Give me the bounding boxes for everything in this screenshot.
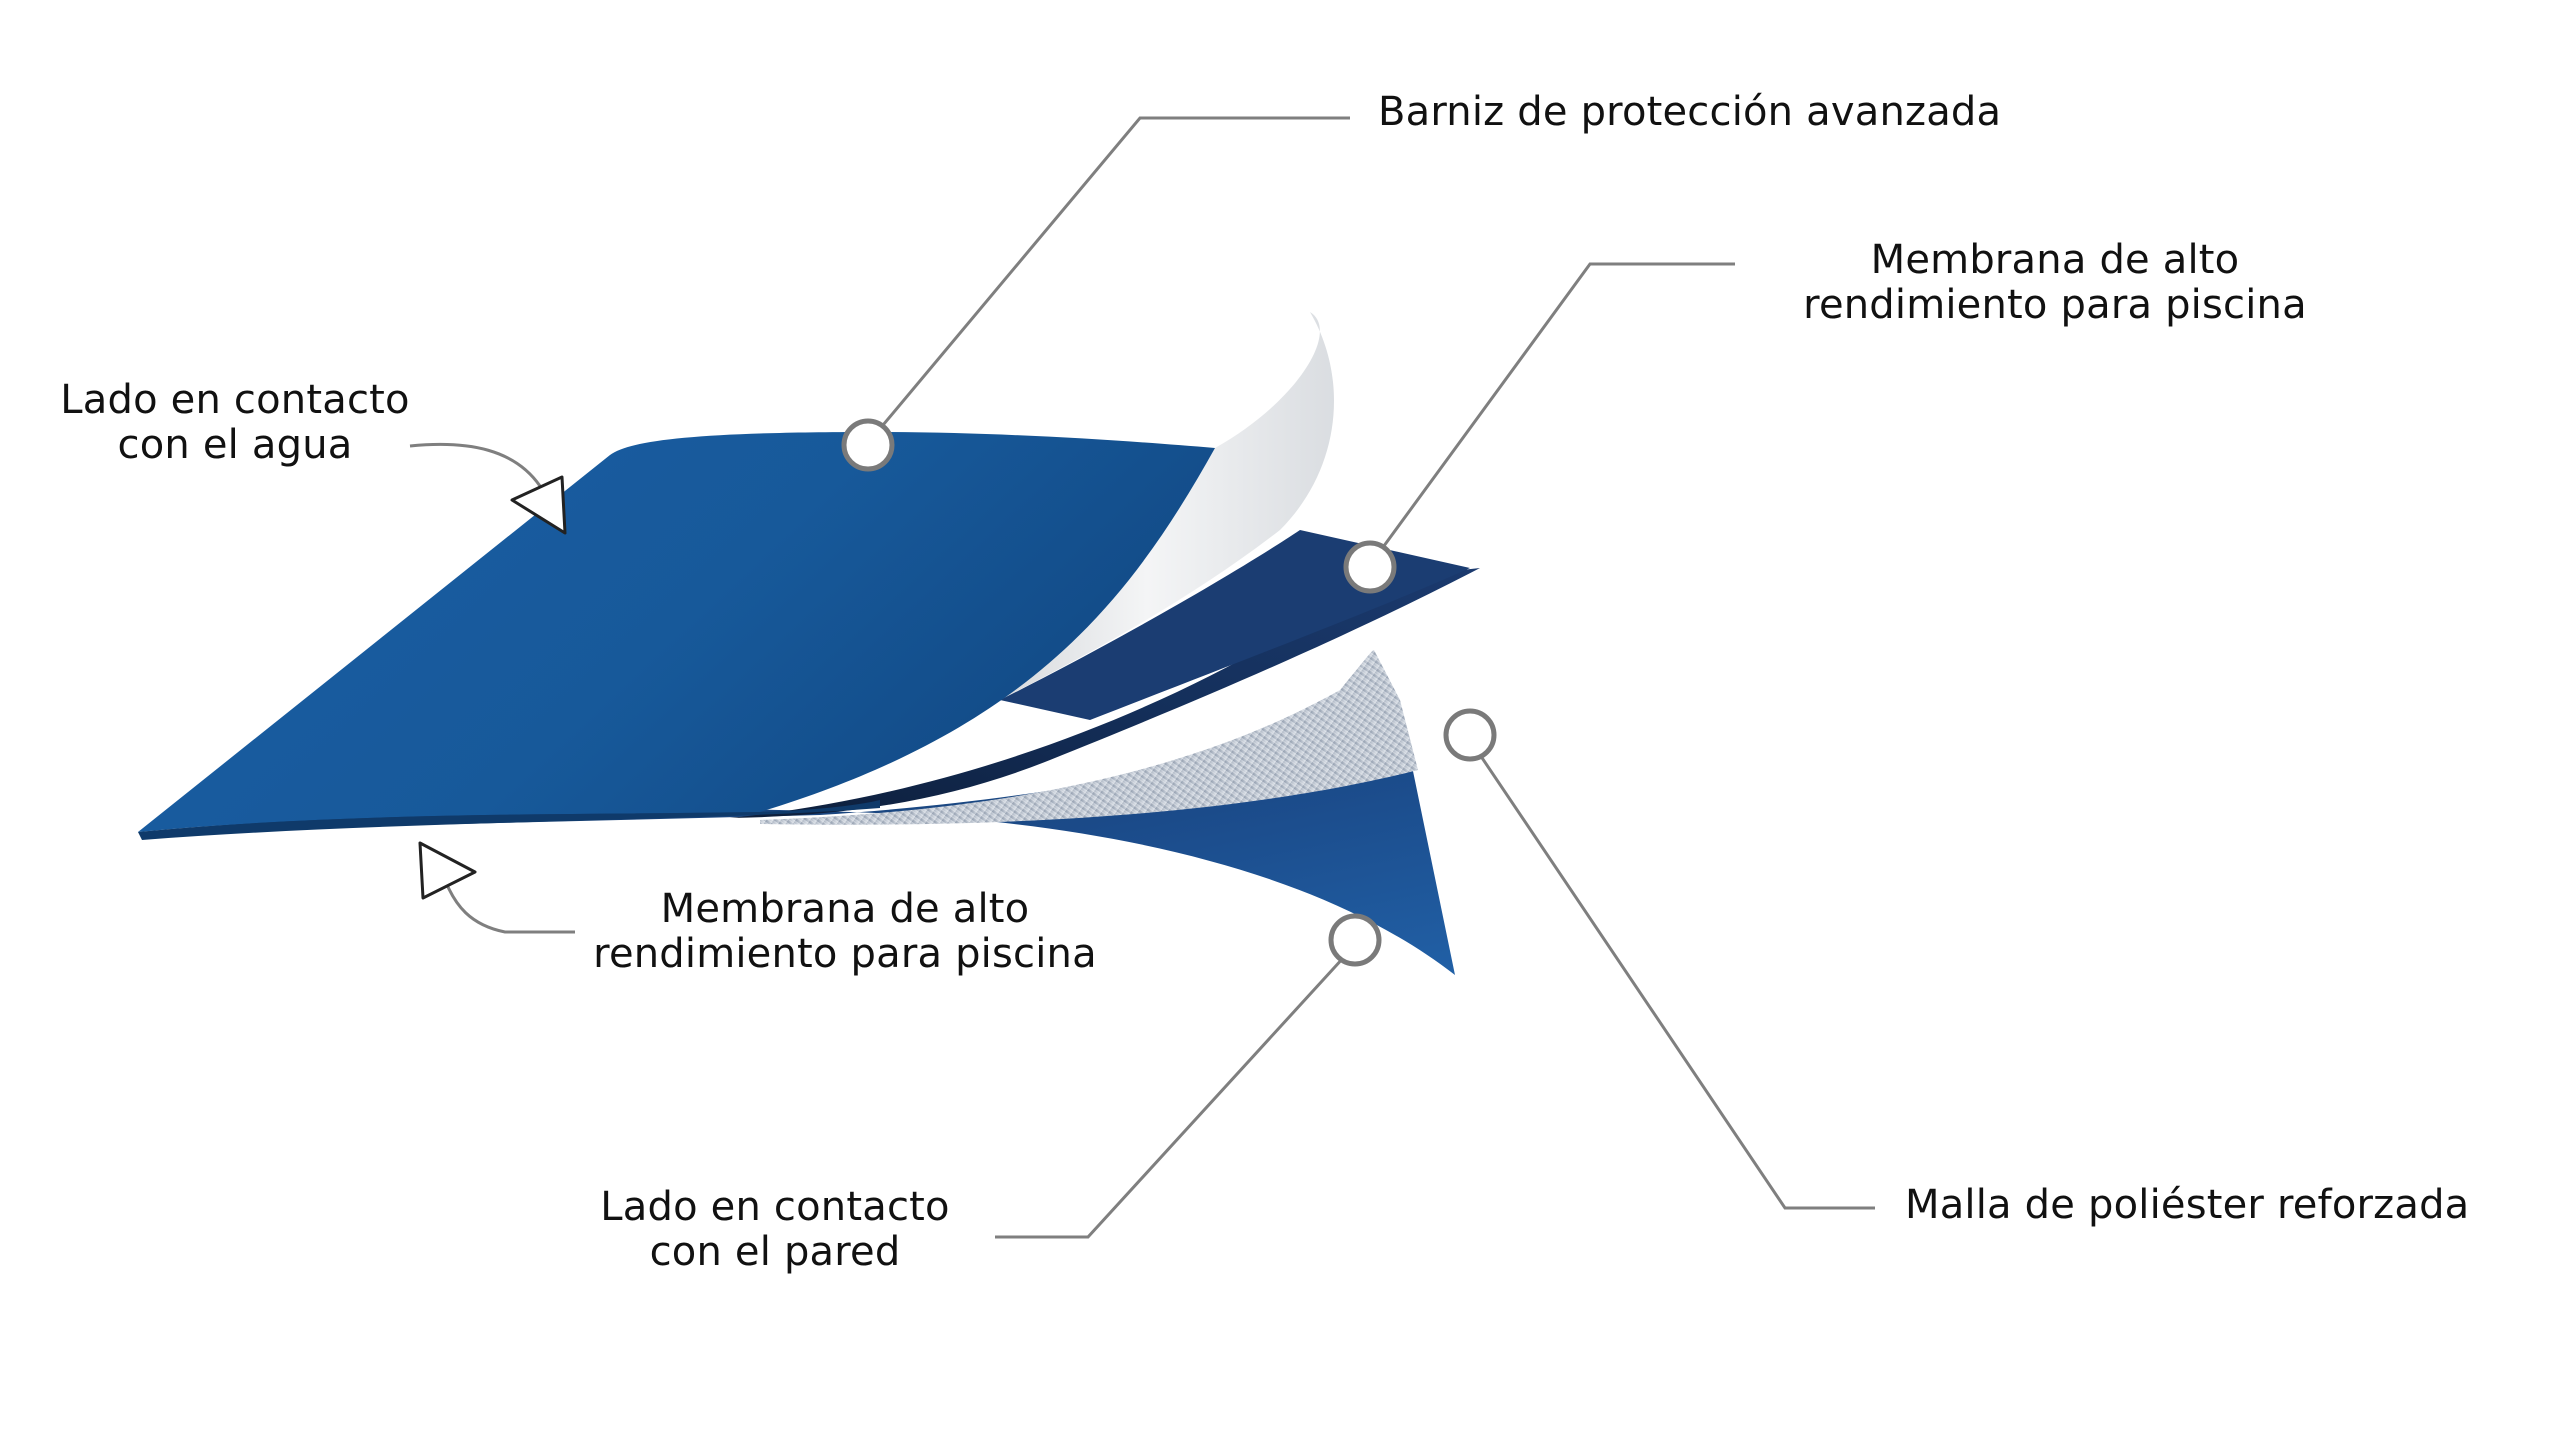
label-barniz: Barniz de protección avanzada [1378,90,2001,135]
label-barniz-text: Barniz de protección avanzada [1378,89,2002,135]
varnish-layer [960,312,1334,720]
callout-pared-point [1328,913,1382,967]
callout-membrana-top-point [1343,540,1397,594]
label-lado-pared: Lado en contacto con el pared [580,1185,970,1275]
label-malla: Malla de poliéster reforzada [1905,1183,2469,1228]
arrow-water-side-icon [510,475,567,535]
leader-agua [409,442,542,487]
leader-membrana-bottom [443,879,575,934]
label-membrana-top-line-2: rendimiento para piscina [1803,282,2307,328]
label-membrana-bottom-line-1: Membrana de alto [660,886,1030,932]
label-lado-agua-line-1: Lado en contacto [60,377,410,423]
label-malla-text: Malla de poliéster reforzada [1905,1182,2470,1228]
membrane-top-layer [138,432,1215,832]
label-lado-agua-line-2: con el agua [117,422,353,468]
label-membrana-top-line-1: Membrana de alto [1870,237,2240,283]
arrow-wall-side-icon [418,841,477,900]
label-membrana-bottom: Membrana de alto rendimiento para piscin… [580,887,1110,977]
label-lado-pared-line-2: con el pared [649,1229,901,1275]
label-lado-agua: Lado en contacto con el agua [30,378,440,468]
callout-points [841,418,1497,967]
label-membrana-bottom-line-2: rendimiento para piscina [593,931,1097,977]
label-membrana-top: Membrana de alto rendimiento para piscin… [1790,238,2320,328]
label-lado-pared-line-1: Lado en contacto [600,1184,950,1230]
leader-pared [995,943,1357,1239]
leader-malla [1468,739,1875,1210]
leader-membrana-top [1368,262,1735,566]
leader-barniz [866,116,1350,444]
mesh-layer [760,650,1418,825]
membrane-top-edge [138,800,880,840]
callout-malla-point [1443,708,1497,762]
callout-barniz-point [841,418,895,472]
leader-lines [409,116,1875,1239]
